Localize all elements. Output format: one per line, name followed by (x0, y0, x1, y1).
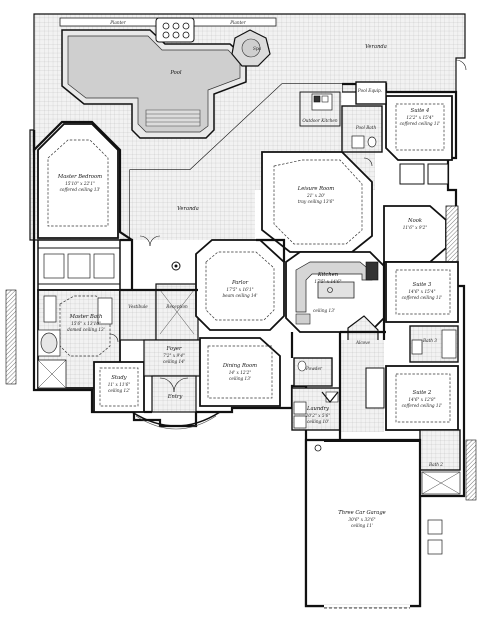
master-bath-ceiling-label: domed ceiling 13' (67, 327, 105, 332)
parlor (195, 239, 285, 331)
powder-room (293, 357, 333, 387)
suite3-dims-label: 14'6" x 15'4" (408, 289, 435, 294)
suite-3 (385, 261, 459, 323)
dining-room-ceiling-label: ceiling 13' (229, 376, 251, 381)
kitchen (285, 251, 385, 333)
powder-label: Powder (305, 366, 323, 371)
pool-label: Pool (169, 70, 182, 76)
bath2-label: Bath 2 (428, 462, 443, 467)
vestibule (119, 289, 157, 341)
planter-left-label: Planter (109, 20, 127, 25)
master-bedroom (37, 123, 119, 239)
master-bedroom-dims-label: 15'10" x 22'1" (65, 181, 95, 186)
suite-2 (385, 365, 459, 431)
suite3-ceiling-label: coffered ceiling 11' (402, 295, 443, 300)
outdoor-kitchen (299, 91, 341, 127)
bath3-label: Bath 3 (422, 338, 437, 343)
master-bath-dims-label: 15'6" x 13'10" (71, 321, 101, 326)
laundry-ceiling-label: ceiling 10' (307, 419, 329, 424)
leisure-room-ceiling-label: tray ceiling 13'6" (298, 199, 335, 204)
laundry-room (291, 387, 341, 431)
suite4-dims-label: 12'2" x 15'4" (406, 115, 433, 120)
nook-dims-label: 11'6" x 9'2" (403, 225, 428, 230)
door-swings (109, 59, 467, 393)
study-name-label: Study (111, 375, 126, 381)
pool-bath (341, 105, 383, 153)
pool-area (61, 29, 247, 139)
reception-label: Reception (165, 304, 188, 309)
laundry-dims-label: 10'2" x 5'6" (306, 413, 331, 418)
garage-name-label: Three Car Garage (338, 510, 385, 516)
laundry-name-label: Laundry (306, 406, 329, 412)
study-ceiling-label: ceiling 12' (108, 388, 130, 393)
foyer-ceiling-label: ceiling 14' (163, 359, 185, 364)
nook-bay-window (445, 205, 459, 263)
master-bath-name-label: Master Bath (69, 314, 103, 320)
garage-ceiling-label: ceiling 11' (351, 523, 373, 528)
pool-equipment-room (355, 81, 387, 105)
veranda-top-label: Veranda (365, 44, 387, 50)
parlor-ceiling-label: beam ceiling 14' (223, 293, 258, 298)
leisure-room (261, 151, 373, 253)
three-car-garage (304, 438, 443, 609)
fountain-feature (155, 17, 195, 43)
suite4-name-label: Suite 4 (411, 108, 430, 114)
master-closets (37, 239, 121, 291)
suite2-dims-label: 14'6" x 12'8" (408, 397, 435, 402)
suite4-ceiling-label: coffered ceiling 11' (400, 121, 441, 126)
outdoor-kitchen-label: Outdoor Kitchen (302, 118, 338, 123)
suite3-name-label: Suite 3 (413, 282, 432, 288)
kitchen-ceiling-label: ceiling 13' (313, 308, 335, 313)
alcove-label: Alcove (355, 340, 371, 345)
parlor-name-label: Parlor (231, 280, 249, 286)
dining-room (199, 337, 281, 407)
garage-dims-label: 30'6" x 33'6" (348, 517, 375, 522)
entry (131, 375, 221, 430)
bath-2 (419, 429, 461, 495)
column-fixtures (171, 261, 322, 452)
pool-equip-label: Pool Equip. (357, 88, 382, 93)
pool-bath-label: Pool Bath (355, 125, 377, 130)
kitchen-name-label: Kitchen (317, 272, 338, 278)
suite-4 (385, 95, 453, 185)
nook-name-label: Nook (407, 218, 422, 224)
spa-label: Spa (253, 46, 262, 51)
foyer-name-label: Foyer (166, 346, 182, 352)
side-hatching (5, 289, 477, 501)
leisure-room-dims-label: 21' x 20' (306, 193, 325, 198)
master-bedroom-name-label: Master Bedroom (57, 174, 102, 180)
interior-walls (120, 238, 386, 440)
foyer (143, 339, 201, 377)
spa (231, 29, 271, 67)
dining-room-dims-label: 14' x 12'2" (229, 370, 252, 375)
master-bedroom-ceiling-label: coffered ceiling 13' (60, 187, 101, 192)
leisure-room-name-label: Leisure Room (297, 186, 335, 192)
kitchen-dims-label: 17'5" x 14'6" (314, 279, 341, 284)
dining-room-name-label: Dining Room (222, 363, 257, 369)
study (93, 361, 145, 413)
room-labels: Planter Planter Veranda Spa Pool Pool Eq… (57, 20, 443, 528)
foyer-dims-label: 7'2" x 9'4" (163, 353, 185, 358)
study-dims-label: 11' x 11'6" (108, 382, 131, 387)
planter-right-label: Planter (229, 20, 247, 25)
suite2-name-label: Suite 2 (413, 390, 432, 396)
suite2-ceiling-label: coffered ceiling 11' (402, 403, 443, 408)
vestibule-label: Vestibule (128, 304, 148, 309)
parlor-dims-label: 17'5" x 16'1" (226, 287, 253, 292)
entry-label: Entry (167, 394, 183, 400)
bath-3 (409, 325, 459, 363)
reception (155, 283, 199, 341)
hallway (340, 340, 385, 432)
veranda-mid-label: Veranda (177, 206, 199, 212)
nook (383, 205, 447, 263)
